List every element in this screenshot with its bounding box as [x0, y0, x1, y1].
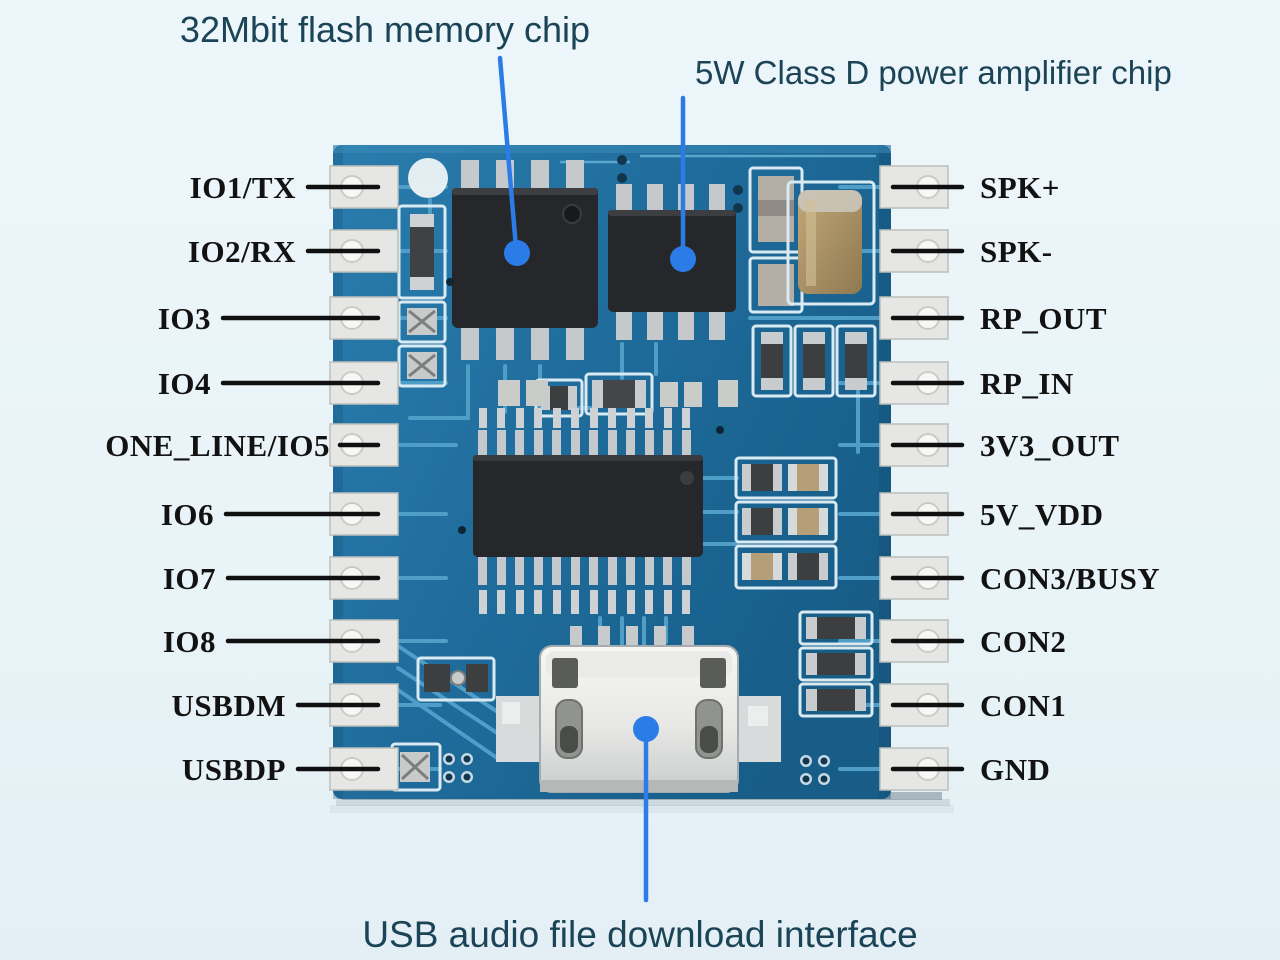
pin-label-rp-in: RP_IN	[980, 366, 1074, 401]
callout-dot	[504, 240, 530, 266]
via-holes	[443, 155, 830, 785]
pin-row-left-io4: IO4	[158, 366, 381, 401]
pin-label-5v-vdd: 5V_VDD	[980, 497, 1104, 532]
flash-callout: 32Mbit flash memory chip	[180, 9, 590, 266]
pin-label-one-line-io5: ONE_LINE/IO5	[105, 428, 330, 463]
pin-row-left-io8: IO8	[163, 624, 381, 659]
usb-annotation-label: USB audio file download interface	[362, 914, 917, 955]
mcu-chip	[473, 408, 703, 614]
callout-dot	[633, 716, 659, 742]
pin-label-io4: IO4	[158, 366, 211, 401]
pin-label-con1: CON1	[980, 688, 1066, 723]
pin-label-io3: IO3	[158, 301, 211, 336]
pin-row-right-con3-busy: CON3/BUSY	[890, 561, 1160, 596]
callout-line	[497, 55, 519, 251]
pin-label-io8: IO8	[163, 624, 216, 659]
pin-row-left-io7: IO7	[163, 561, 381, 596]
pin-label-usbdp: USBDP	[182, 752, 286, 787]
pin-row-right-spk-minus: SPK-	[890, 234, 1053, 269]
bottom-left-components	[390, 656, 496, 792]
pin-row-left-io2-rx: IO2/RX	[188, 234, 381, 269]
silkscreen-dot	[408, 158, 448, 198]
resistor-stack	[798, 610, 874, 718]
pin-row-right-5v-vdd: 5V_VDD	[890, 497, 1104, 532]
pin-label-io6: IO6	[161, 497, 214, 532]
pin-row-left-one-line-io5: ONE_LINE/IO5	[105, 428, 381, 463]
pin-label-spk-plus: SPK+	[980, 170, 1060, 205]
resistor-trio	[751, 324, 877, 398]
callout-dot	[670, 246, 696, 272]
right-pin-rows: SPK+ SPK- RP_OUT RP_IN 3V3_OUT 5V_VDD CO…	[890, 170, 1160, 787]
solder-pads	[397, 300, 447, 388]
pin-row-left-io1-tx: IO1/TX	[190, 170, 381, 205]
flash-annotation-label: 32Mbit flash memory chip	[180, 9, 590, 50]
pin-label-3v3-out: 3V3_OUT	[980, 428, 1120, 463]
pin-row-right-rp-in: RP_IN	[890, 366, 1074, 401]
resistor-pairs	[734, 456, 838, 590]
pin-label-io1-tx: IO1/TX	[190, 170, 296, 205]
resistor	[397, 204, 447, 300]
pin-row-right-rp-out: RP_OUT	[890, 301, 1107, 336]
tantalum-capacitor	[786, 180, 876, 306]
pin-label-gnd: GND	[980, 752, 1050, 787]
pin-row-right-con2: CON2	[890, 624, 1066, 659]
pin-row-right-spk-plus: SPK+	[890, 170, 1060, 205]
amplifier-callout: 5W Class D power amplifier chip	[670, 54, 1172, 272]
pin-label-con2: CON2	[980, 624, 1066, 659]
amplifier-annotation-label: 5W Class D power amplifier chip	[695, 54, 1172, 91]
silkscreen	[390, 158, 877, 792]
mcu-leads	[478, 408, 691, 614]
pin-row-left-usbdp: USBDP	[182, 752, 381, 787]
passive-components-row	[498, 372, 738, 418]
pin-row-right-con1: CON1	[890, 688, 1066, 723]
usb-callout: USB audio file download interface	[362, 716, 918, 955]
capacitor	[748, 166, 804, 314]
pin-row-left-io6: IO6	[161, 497, 381, 532]
pin-label-spk-minus: SPK-	[980, 234, 1053, 269]
solder-blob	[737, 696, 781, 762]
pin-row-left-usbdm: USBDM	[172, 688, 381, 723]
pin-label-io7: IO7	[163, 561, 216, 596]
pin-row-right-3v3-out: 3V3_OUT	[890, 428, 1120, 463]
pin-label-io2-rx: IO2/RX	[188, 234, 296, 269]
pin-label-rp-out: RP_OUT	[980, 301, 1107, 336]
pin-label-con3-busy: CON3/BUSY	[980, 561, 1160, 596]
left-pin-rows: IO1/TX IO2/RX IO3 IO4 ONE_LINE/IO5 IO6 I…	[105, 170, 381, 787]
pin-label-usbdm: USBDM	[172, 688, 286, 723]
pin-row-left-io3: IO3	[158, 301, 381, 336]
pin-row-right-gnd: GND	[890, 752, 1050, 787]
